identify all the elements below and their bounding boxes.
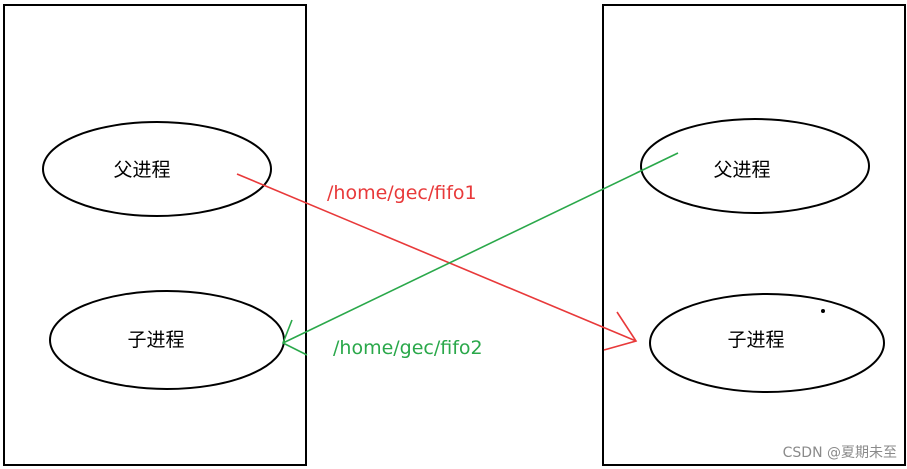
right-parent-ellipse	[640, 118, 870, 214]
left-parent-ellipse	[42, 121, 272, 217]
left-parent-label: 父进程	[113, 159, 170, 181]
fifo1-path-label: /home/gec/fifo1	[327, 182, 477, 204]
fifo1-arrow-head	[603, 311, 638, 351]
csdn-watermark: CSDN @夏期未至	[783, 445, 897, 461]
fifo2-path-label: /home/gec/fifo2	[333, 337, 483, 359]
fifo2-arrow-line	[282, 152, 679, 344]
left-child-label: 子进程	[127, 329, 184, 351]
right-child-ellipse	[649, 293, 885, 393]
right-child-label: 子进程	[727, 329, 784, 351]
right-parent-label: 父进程	[713, 159, 770, 181]
right-process-box	[602, 4, 906, 466]
left-process-box	[3, 4, 307, 466]
fifo2-arrow-head	[281, 319, 308, 356]
fifo1-arrow-line	[236, 173, 637, 342]
right-child-dot	[821, 309, 825, 313]
